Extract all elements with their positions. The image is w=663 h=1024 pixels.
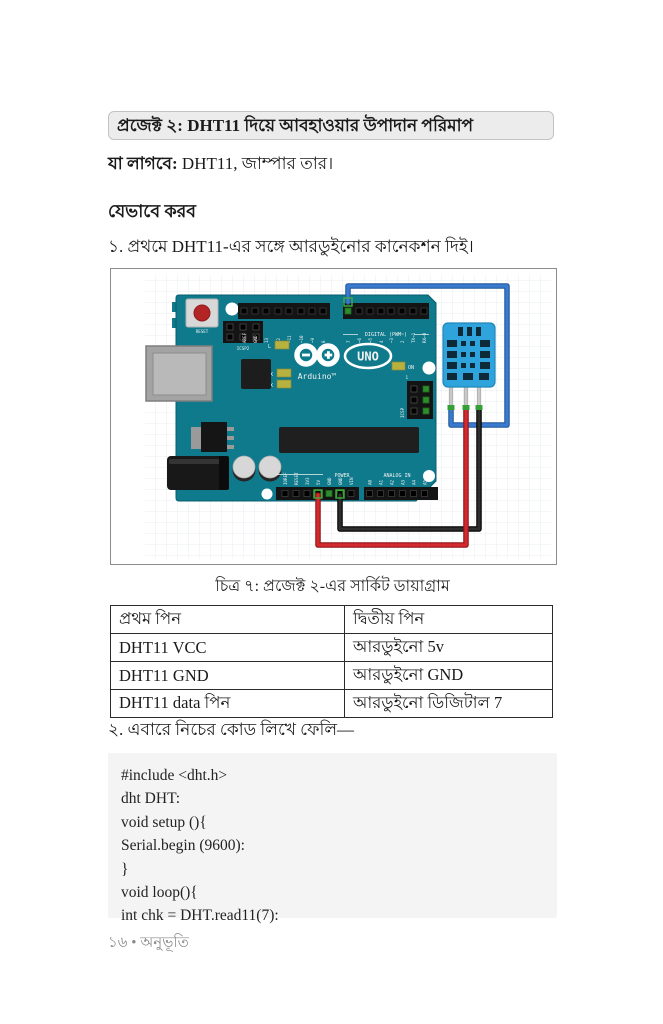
table-cell: DHT11 GND <box>110 661 345 690</box>
power-jack <box>167 456 229 490</box>
icsp2-header: ICSP2 <box>223 321 263 351</box>
table-header-first-pin: প্রথম পিন <box>110 605 345 634</box>
svg-text:3V3: 3V3 <box>305 477 310 485</box>
atmega-chip <box>279 427 419 453</box>
code-line: } <box>121 860 129 878</box>
table-cell: আরডুইনো GND <box>344 661 553 690</box>
svg-text:~6: ~6 <box>357 337 362 343</box>
svg-text:~5: ~5 <box>368 337 373 343</box>
svg-text:A1: A1 <box>379 479 384 485</box>
code-block: #include <dht.h> dht DHT: void setup (){… <box>108 753 557 924</box>
step2-text: ২. এবারে নিচের কোড লিখে ফেলি— <box>108 720 355 739</box>
svg-text:GND: GND <box>338 477 343 485</box>
book-title: অনুভূতি <box>140 935 189 951</box>
voltage-regulator <box>191 422 234 452</box>
table-cell: আরডুইনো ডিজিটাল 7 <box>344 689 553 718</box>
table-header-row: প্রথম পিন দ্বিতীয় পিন <box>110 605 553 634</box>
arduino-logo: Arduino™ <box>294 343 340 381</box>
how-to-heading: যেভাবে করব <box>108 201 197 221</box>
power-pin-gnd1 <box>325 490 333 497</box>
svg-text:ICSP: ICSP <box>400 407 405 418</box>
figure-caption: চিত্র ৭: প্রজেক্ট ২-এর সার্কিট ডায়াগ্রা… <box>215 578 450 595</box>
svg-text:~9: ~9 <box>310 337 315 343</box>
reset-button: RESET <box>185 298 219 334</box>
svg-text:AREF: AREF <box>242 332 247 343</box>
svg-text:A5: A5 <box>423 479 428 485</box>
page-number: ১৬ <box>108 935 128 951</box>
svg-text:RESET: RESET <box>294 472 299 485</box>
code-line: #include <dht.h> <box>121 767 228 784</box>
svg-text:2: 2 <box>400 340 405 343</box>
svg-text:ICSP2: ICSP2 <box>237 346 250 351</box>
step1-text: ১. প্রথমে DHT11-এর সঙ্গে আরডুইনোর কানেকশ… <box>108 237 474 256</box>
dht11-vents <box>447 327 490 380</box>
requirements-line: যা লাগবে: DHT11, জাম্পার তার। <box>108 151 557 179</box>
table-row: DHT11 GND আরডুইনো GND <box>110 661 553 690</box>
svg-text:UNO: UNO <box>357 350 379 364</box>
digital-pin-7 <box>344 307 352 315</box>
circuit-diagram-figure: RESET ICSP2 <box>110 268 557 565</box>
svg-text:GND: GND <box>253 335 258 343</box>
arduino-board: RESET ICSP2 <box>145 294 438 502</box>
svg-text:A2: A2 <box>390 479 395 485</box>
svg-text:7: 7 <box>346 340 351 343</box>
svg-text:RESET: RESET <box>196 329 209 334</box>
svg-text:1: 1 <box>405 375 408 380</box>
wire-ground-black <box>337 406 482 532</box>
code-line: void loop(){ <box>121 884 198 902</box>
svg-text:A3: A3 <box>401 479 406 485</box>
svg-text:A4: A4 <box>412 479 417 485</box>
svg-text:5V: 5V <box>316 479 321 485</box>
footer-separator: • <box>131 935 137 951</box>
svg-text:DIGITAL (PWM~): DIGITAL (PWM~) <box>365 332 407 338</box>
svg-text:~3: ~3 <box>389 337 394 343</box>
page-footer: ১৬ • অনুভূতি <box>108 931 189 956</box>
table-cell: DHT11 VCC <box>110 633 345 662</box>
table-row: DHT11 VCC আরডুইনো 5v <box>110 633 553 662</box>
svg-text:L: L <box>268 344 271 350</box>
svg-text:~10: ~10 <box>299 335 304 343</box>
svg-text:ANALOG IN: ANALOG IN <box>383 473 410 479</box>
svg-text:~11: ~11 <box>287 335 292 343</box>
svg-text:12: 12 <box>276 337 281 343</box>
svg-text:GND: GND <box>327 477 332 485</box>
svg-text:ON: ON <box>408 365 414 371</box>
on-led: ON <box>391 361 414 371</box>
svg-text:IOREF: IOREF <box>283 472 288 485</box>
wire-data-blue <box>345 283 510 428</box>
requirements-text: DHT11, জাম্পার তার। <box>177 154 334 173</box>
connection-markers <box>313 297 353 499</box>
svg-text:POWER: POWER <box>334 473 350 479</box>
svg-text:Arduino™: Arduino™ <box>298 372 337 381</box>
digital-headers: AREF GND 13 12 ~11 ~10 ~9 8 7 ~6 ~5 4 ~3… <box>238 303 429 343</box>
table-cell: আরডুইনো 5v <box>344 633 553 662</box>
svg-text:VIN: VIN <box>349 477 354 485</box>
table-header-second-pin: দ্বিতীয় পিন <box>344 605 553 634</box>
code-line: int chk = DHT.read11(7): <box>121 907 279 925</box>
project-heading: প্রজেক্ট ২: DHT11 দিয়ে আবহাওয়ার উপাদান… <box>108 111 554 140</box>
analog-header: ANALOG IN A0 A1 A2 A3 A4 A5 <box>364 473 438 500</box>
uno-badge: UNO <box>343 342 393 370</box>
svg-text:RX←0: RX←0 <box>422 332 427 343</box>
usb-interface-chip <box>241 359 271 389</box>
code-line: dht DHT: <box>121 790 181 808</box>
dht11-pin-terminals <box>447 405 483 410</box>
code-line: void setup (){ <box>121 813 207 831</box>
capacitors <box>232 455 282 482</box>
pin-connection-table: প্রথম পিন দ্বিতীয় পিন DHT11 VCC আরডুইনো… <box>110 605 553 718</box>
svg-text:8: 8 <box>321 340 326 343</box>
svg-text:4: 4 <box>379 340 384 343</box>
table-cell: DHT11 data পিন <box>110 689 345 718</box>
svg-text:A0: A0 <box>368 479 373 485</box>
code-line: Serial.begin (9600): <box>121 837 245 855</box>
wire-power-red <box>315 406 469 548</box>
circuit-diagram: RESET ICSP2 <box>145 275 551 559</box>
icsp-header: 1 ICSP <box>400 375 433 419</box>
dht11-sensor <box>442 322 496 410</box>
svg-text:13: 13 <box>264 337 269 343</box>
table-row: DHT11 data পিন আরডুইনো ডিজিটাল 7 <box>110 689 553 718</box>
svg-text:TX→1: TX→1 <box>411 332 416 343</box>
requirements-label: যা লাগবে: <box>108 154 178 173</box>
usb-connector <box>145 345 213 402</box>
